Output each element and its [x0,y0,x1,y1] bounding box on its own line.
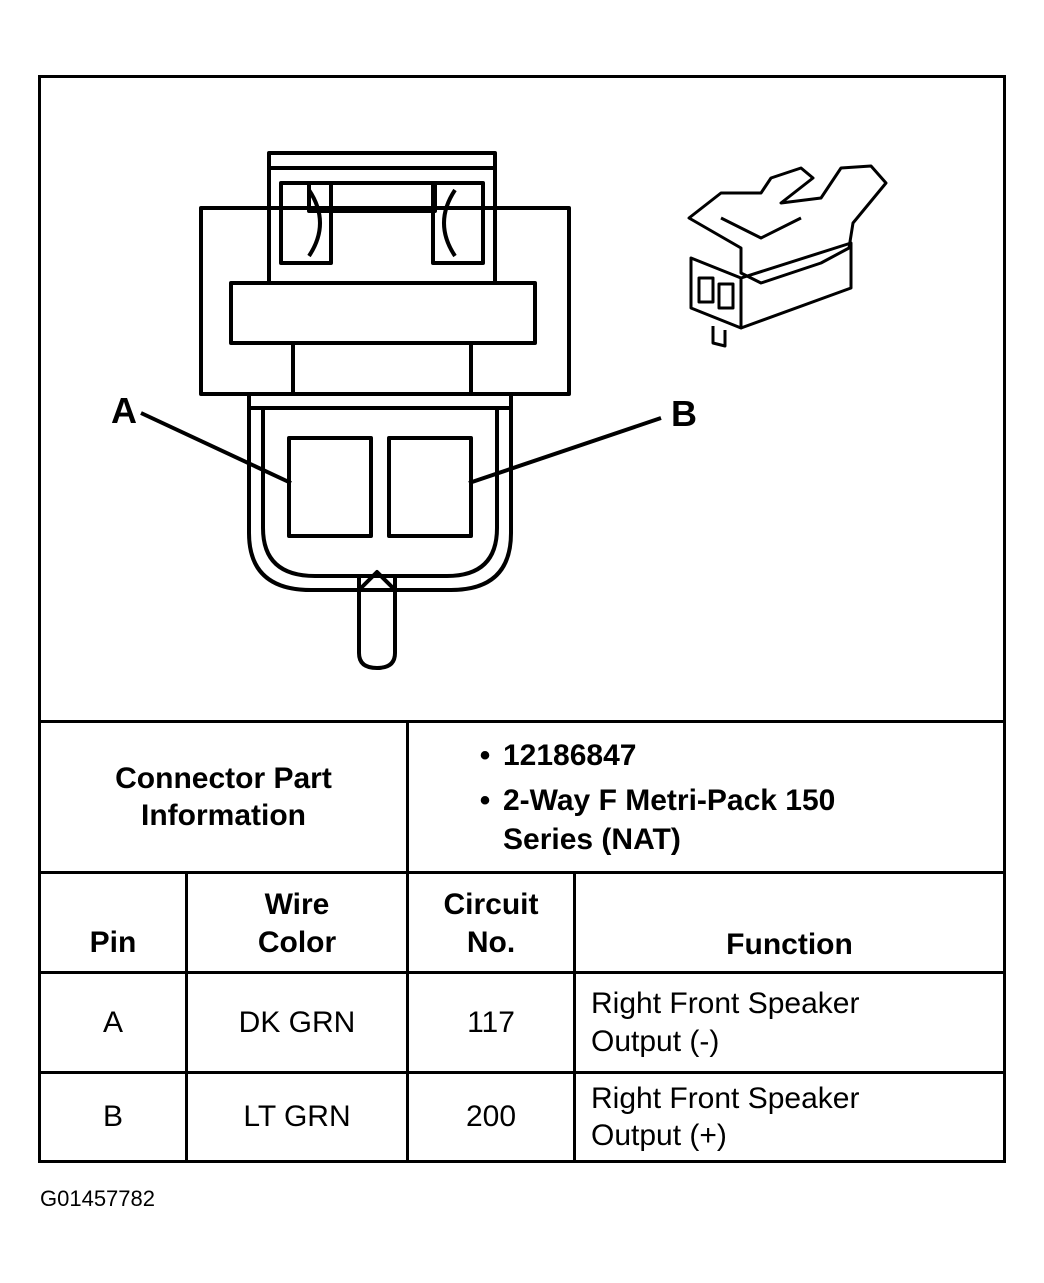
row-b-function: Right Front Speaker Output (+) [591,1081,860,1153]
description-item: •2-Way F Metri-Pack 150 Series (NAT) [479,783,836,856]
connector-info-values: •12186847 •2-Way F Metri-Pack 150 Series… [409,723,1003,871]
table-divider [41,871,1003,874]
figure-id: G01457782 [40,1186,155,1211]
connector-diagram-frame: A B Connector Part Information •12186847… [38,75,1006,1163]
table-divider [185,871,188,1160]
connector-isometric-view [687,164,888,348]
connector-front-view [199,151,571,670]
connector-drawing: A B [111,151,888,670]
part-number-item: •12186847 [479,738,637,772]
pin-b-callout: B [671,393,697,434]
table-divider [573,871,576,1160]
row-a-wire-color: DK GRN [238,1005,356,1039]
leader-line-a [140,411,292,485]
header-wire-color: Wire Color [257,888,337,959]
row-a-pin: A [102,1005,123,1039]
table-divider [41,1071,1003,1074]
pin-a-callout: A [111,390,137,431]
row-b-wire-color: LT GRN [243,1100,351,1134]
table-divider [41,971,1003,974]
table-top-border [41,720,1003,723]
row-b-circuit-no: 200 [465,1100,517,1134]
connector-info-label: Connector Part Information [115,761,332,833]
header-circuit-no: Circuit No. [443,888,539,959]
row-a-circuit-no: 117 [467,1005,515,1039]
header-function: Function [726,927,853,961]
row-b-pin: B [102,1100,123,1134]
header-pin: Pin [89,925,137,959]
row-a-function: Right Front Speaker Output (-) [591,987,860,1058]
leader-line-b [468,416,662,485]
table-divider [406,720,409,1160]
